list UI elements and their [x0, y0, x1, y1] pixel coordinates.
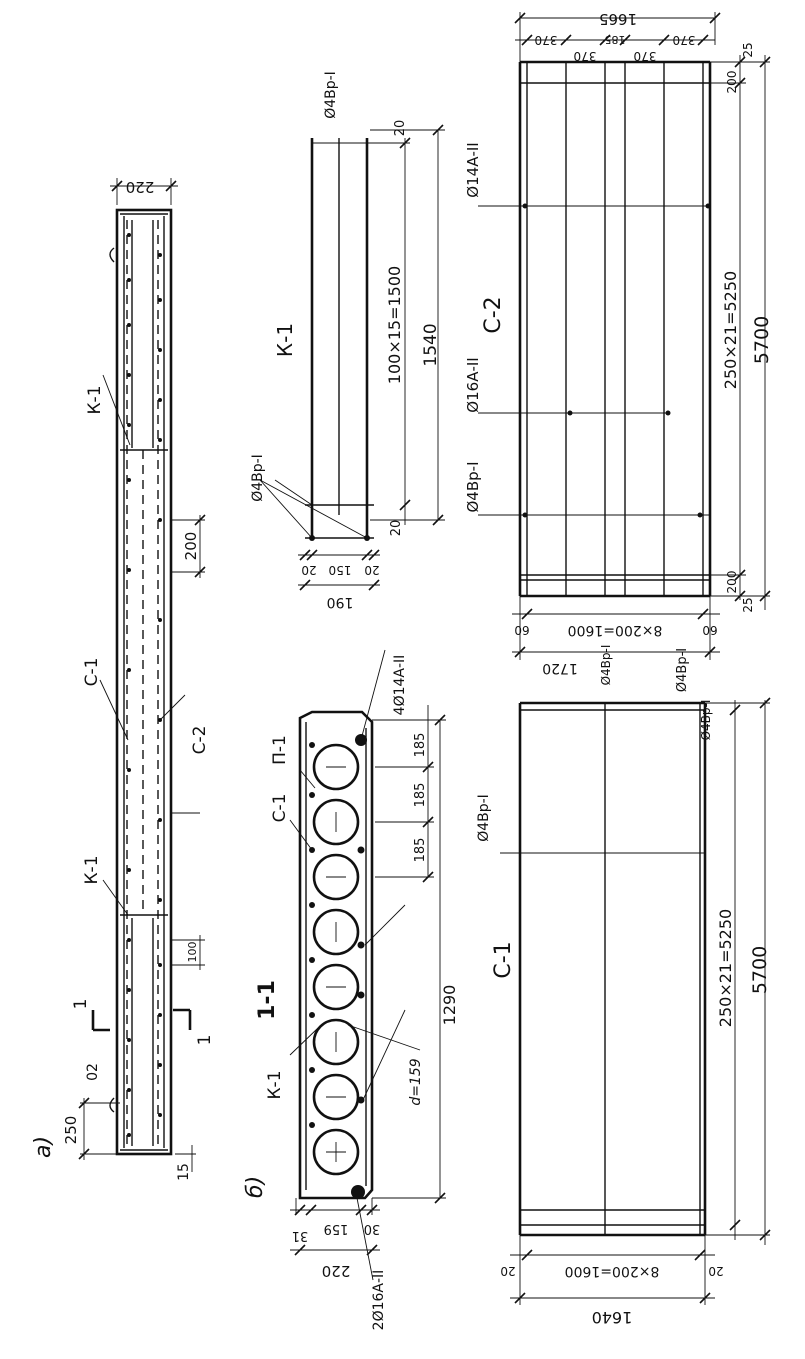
dim-100: 100 — [186, 942, 199, 963]
c2-title: С-2 — [481, 296, 506, 333]
c1-formula: 250×21=5250 — [716, 909, 735, 1027]
k1-dim-20-bottom: 20 — [389, 520, 404, 537]
c1-title: С-1 — [491, 941, 516, 978]
c1-bar-a: Ø4Вр-I — [476, 794, 492, 842]
view-a-labels: а) 220 250 15 200 100 02 К-1 С-1 С-2 К-1… — [31, 178, 215, 1181]
c2-dim-60-a: 60 — [514, 623, 529, 637]
c2-bar-16: Ø16А-II — [464, 357, 482, 412]
view-b-section — [289, 649, 446, 1281]
c2-dim-185: 185 — [605, 33, 626, 46]
c1-dim-20-b: 20 — [708, 1264, 723, 1278]
dim-250: 250 — [62, 1116, 80, 1145]
view-a-panel — [78, 178, 206, 1172]
k1-dim-20-right: 20 — [364, 563, 379, 577]
c2-formula: 250×21=5250 — [721, 271, 740, 389]
c2-dim-370-b: 370 — [574, 49, 597, 63]
c1-dim-1600: 8×200=1600 — [565, 1263, 660, 1279]
dim-15: 15 — [176, 1163, 192, 1181]
dim-159: 159 — [324, 1221, 349, 1236]
cut-mark-left: 1 — [71, 999, 91, 1010]
c2-dim-370-d: 370 — [673, 33, 696, 47]
c2-dim-25-b: 25 — [741, 597, 755, 612]
c1-dim-20-a: 20 — [500, 1264, 515, 1278]
c2-dim-370-a: 370 — [535, 33, 558, 47]
mark-k1-bottom: К-1 — [82, 855, 102, 884]
k1-total: 1540 — [421, 323, 441, 366]
dim-220-b: 220 — [322, 1262, 351, 1280]
k1-bar-top: Ø4Вр-I — [323, 71, 339, 119]
view-b-label: б) — [243, 1176, 268, 1198]
c2-dim-370-c: 370 — [634, 49, 657, 63]
dim-30: 30 — [364, 1221, 381, 1236]
hole-diameter: d=159 — [408, 1058, 424, 1105]
dim-185-a: 185 — [413, 838, 428, 863]
section-p1: П-1 — [270, 735, 290, 765]
c2-total: 5700 — [751, 316, 773, 364]
c2-dim-200-a: 200 — [725, 71, 739, 94]
k1-bar-bottom: Ø4Вр-I — [250, 454, 266, 502]
c2-dim-1720: 1720 — [542, 660, 578, 676]
c2-dim-200-b: 200 — [725, 571, 739, 594]
c1-total: 5700 — [749, 946, 771, 994]
dim-200-a: 200 — [182, 532, 200, 561]
dim-185-b: 185 — [413, 783, 428, 808]
view-b-labels: б) 1-1 К-1 С-1 П-1 d=159 4Ø14А-II 2Ø16А-… — [243, 655, 459, 1331]
c1-bar-b: Ø4Вр-I — [599, 645, 613, 686]
c1-mesh — [500, 697, 771, 1305]
k1-formula: 100×15=1500 — [385, 266, 404, 384]
c1-labels: С-1 Ø4Вр-I Ø4Вр-I Ø4Вр-I 250×21=5250 570… — [476, 645, 771, 1327]
mark-c1: С-1 — [82, 658, 102, 687]
rebar-top: 4Ø14А-II — [392, 655, 408, 716]
c2-labels: С-2 Ø14А-II Ø16А-II Ø4Вр-I Ø4Вр-I 1665 3… — [464, 10, 773, 692]
mark-k1-top: К-1 — [85, 385, 105, 414]
c2-dim-25-a: 25 — [741, 42, 755, 57]
c1-dim-1640: 1640 — [592, 1308, 633, 1327]
mark-c2: С-2 — [190, 726, 210, 755]
k1-labels: К-1 Ø4Вр-I Ø4Вр-I 20 100×15=1500 1540 20… — [250, 71, 441, 610]
k1-dim-190: 190 — [327, 594, 354, 610]
dim-185-c: 185 — [413, 733, 428, 758]
panel-outline — [115, 208, 173, 1156]
c1-bar-c: Ø4Вр-I — [699, 700, 713, 741]
rebar-bottom: 2Ø16А-II — [371, 1270, 387, 1331]
k1-dim-20-top: 20 — [393, 120, 408, 137]
k1-frame — [259, 124, 445, 591]
dim-31: 31 — [292, 1228, 309, 1243]
c2-bar-14: Ø14А-II — [464, 142, 482, 197]
k1-dim-20-left: 20 — [301, 563, 316, 577]
dim-1290: 1290 — [440, 985, 459, 1026]
k1-dim-150: 150 — [329, 563, 352, 577]
c2-dim-1600: 8×200=1600 — [568, 622, 663, 638]
c2-dim-1665: 1665 — [599, 10, 637, 28]
c2-dim-60-b: 60 — [702, 623, 717, 637]
section-c1: С-1 — [270, 794, 290, 823]
section-title: 1-1 — [255, 980, 280, 1020]
dim-20-a: 02 — [85, 1063, 101, 1081]
cut-mark-right: 1 — [195, 1035, 215, 1046]
c2-bar-4-b: Ø4Вр-I — [675, 648, 690, 692]
c2-mesh — [478, 12, 771, 660]
c2-bar-4-a: Ø4Вр-I — [464, 462, 482, 513]
dim-220-a: 220 — [126, 178, 155, 196]
view-a-label: а) — [31, 1136, 56, 1158]
section-k1: К-1 — [265, 1070, 285, 1099]
k1-title: К-1 — [273, 323, 297, 357]
